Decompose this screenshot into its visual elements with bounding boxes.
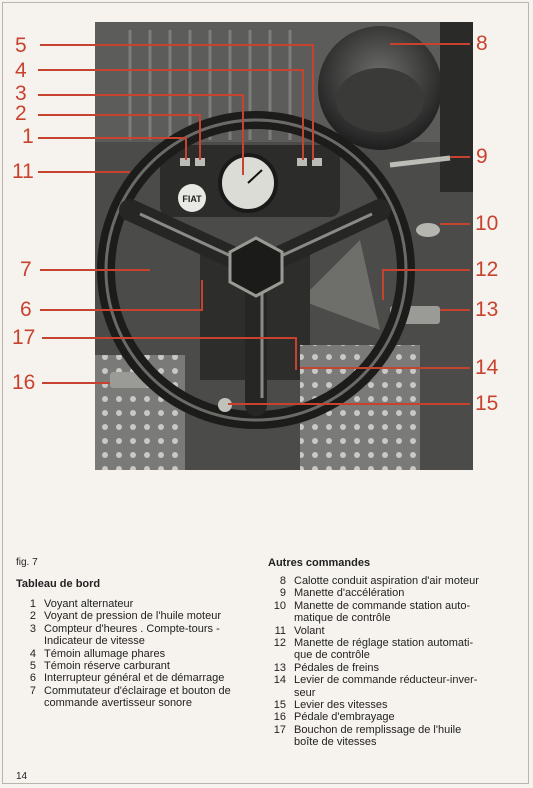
callout-3: 3	[15, 82, 27, 105]
callout-12: 12	[475, 258, 499, 281]
callout-15: 15	[475, 392, 499, 415]
list-item: Indicateur de vitesse	[44, 635, 145, 648]
callout-7: 7	[20, 258, 32, 281]
callout-2: 2	[15, 102, 27, 125]
callout-5: 5	[15, 34, 27, 57]
list-item: commande avertisseur sonore	[44, 697, 192, 710]
page-number: 14	[16, 771, 28, 782]
gear-lever-knob	[218, 398, 232, 412]
callout-9: 9	[476, 145, 488, 168]
callout-13: 13	[475, 298, 499, 321]
throttle-lever	[389, 155, 451, 168]
callout-14: 14	[475, 356, 499, 379]
callout-17: 17	[12, 326, 36, 349]
callout-lines	[38, 43, 470, 405]
callout-10: 10	[475, 212, 499, 235]
callout-4: 4	[15, 59, 27, 82]
list-item: matique de contrôle	[294, 612, 391, 625]
callout-8: 8	[476, 32, 488, 55]
dashboard-photo: FIAT	[12, 22, 499, 470]
autres-commandes-heading: Autres commandes	[268, 557, 371, 569]
dashboard-illustration: FIAT	[38, 22, 473, 470]
callout-1: 1	[22, 125, 34, 148]
callout-6: 6	[20, 298, 32, 321]
tableau-de-bord-heading: Tableau de bord	[16, 578, 101, 590]
steering-hub	[228, 236, 284, 298]
list-item: boîte de vitesses	[294, 736, 377, 749]
figure-label: fig. 7	[16, 557, 38, 568]
list-item: que de contrôle	[294, 649, 370, 662]
callout-11: 11	[12, 160, 34, 183]
fiat-emblem	[178, 184, 206, 212]
callout-16: 16	[12, 371, 36, 394]
list-item: seur	[294, 686, 316, 699]
fiat-emblem-text: FIAT	[182, 194, 202, 204]
